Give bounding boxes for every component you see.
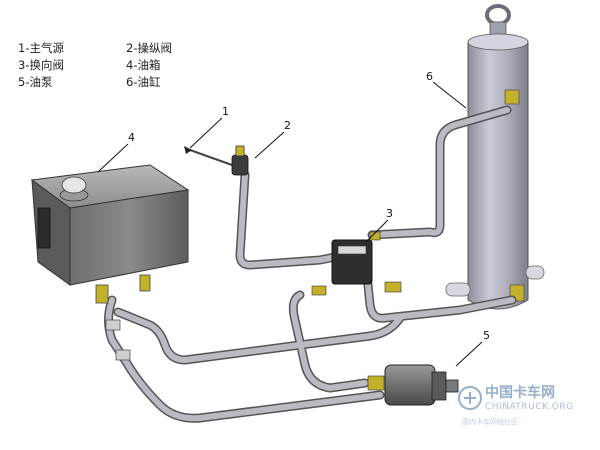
watermark-cn: 中国卡车网 <box>485 384 555 401</box>
pump-inlet-fitting <box>367 375 385 391</box>
leader-6 <box>432 81 467 109</box>
legend-item-oil-tank: 4-油箱 <box>126 58 161 72</box>
callout-2: 2 <box>284 119 291 132</box>
cylinder-trunnion-left <box>445 282 471 297</box>
watermark: 中国卡车网 CHINATRUCK.ORG 国内卡车网络社区 <box>458 384 574 426</box>
pipe-air-line <box>237 172 348 268</box>
watermark-en: CHINATRUCK.ORG <box>485 402 574 412</box>
callout-3: 3 <box>386 207 393 220</box>
oil-tank <box>30 164 190 361</box>
pump-flange <box>431 371 447 401</box>
cylinder-body <box>467 34 529 310</box>
component-legend: 1-主气源 2-操纵阀 3-换向阀 4-油箱 5-油泵 6-油缸 <box>18 40 258 91</box>
pipe-air-supply <box>189 149 233 166</box>
callout-4: 4 <box>128 131 135 144</box>
legend-item-control-valve: 2-操纵阀 <box>126 41 172 55</box>
reversing-valve-fitting <box>384 281 402 293</box>
legend-item-oil-pump: 5-油泵 <box>18 75 53 89</box>
reversing-valve-fitting <box>311 285 327 296</box>
legend-item-reversing-valve: 3-换向阀 <box>18 58 64 72</box>
pump-housing <box>384 364 436 406</box>
pipework <box>104 105 517 423</box>
legend-item-main-air-source: 1-主气源 <box>18 41 64 55</box>
control-valve-handle <box>235 145 245 157</box>
watermark-logo-icon <box>458 386 482 410</box>
pump-shaft <box>445 379 459 393</box>
leader-2 <box>254 131 285 159</box>
pipe-cylinder-upper <box>369 107 510 238</box>
reversing-valve <box>311 231 402 296</box>
cylinder-lifting-eye <box>485 4 511 26</box>
suction-clamp <box>105 319 121 331</box>
callout-6: 6 <box>426 70 433 83</box>
reversing-valve-plate <box>337 245 367 255</box>
cylinder-upper-port-fitting <box>504 89 520 105</box>
tank-sight-gauge <box>37 207 51 249</box>
control-valve-body <box>231 154 249 176</box>
leader-1 <box>189 117 223 149</box>
pipe-tank-suction <box>105 297 383 422</box>
tank-filler-cap <box>61 176 87 194</box>
tank-return-fitting <box>139 274 151 292</box>
oil-pump <box>367 364 459 406</box>
oil-cylinder <box>445 4 545 310</box>
callout-1: 1 <box>222 105 229 118</box>
leader-3 <box>365 219 389 243</box>
control-valve <box>231 145 249 176</box>
cylinder-top-cap <box>467 33 529 51</box>
cylinder-trunnion-right <box>525 265 545 280</box>
leader-4 <box>97 143 129 173</box>
watermark-sub: 国内卡车网络社区 <box>462 417 518 426</box>
legend-item-oil-cylinder: 6-油缸 <box>126 75 161 89</box>
callout-5: 5 <box>483 329 490 342</box>
callout-leaders <box>97 81 483 367</box>
suction-clamp <box>115 349 131 361</box>
legend-row: 3-换向阀 4-油箱 <box>18 57 258 74</box>
legend-row: 5-油泵 6-油缸 <box>18 74 258 91</box>
tank-outlet-fitting <box>95 284 109 304</box>
pipe-tank-return <box>115 309 403 363</box>
reversing-valve-fitting <box>369 231 381 241</box>
legend-row: 1-主气源 2-操纵阀 <box>18 40 258 57</box>
leader-5 <box>455 341 483 367</box>
pipe-pump-pressure <box>290 292 368 391</box>
main-air-source <box>184 146 192 154</box>
watermark-logo-mark <box>464 392 476 404</box>
tank-side-face <box>31 178 71 286</box>
pipe-cylinder-lower <box>365 282 515 322</box>
